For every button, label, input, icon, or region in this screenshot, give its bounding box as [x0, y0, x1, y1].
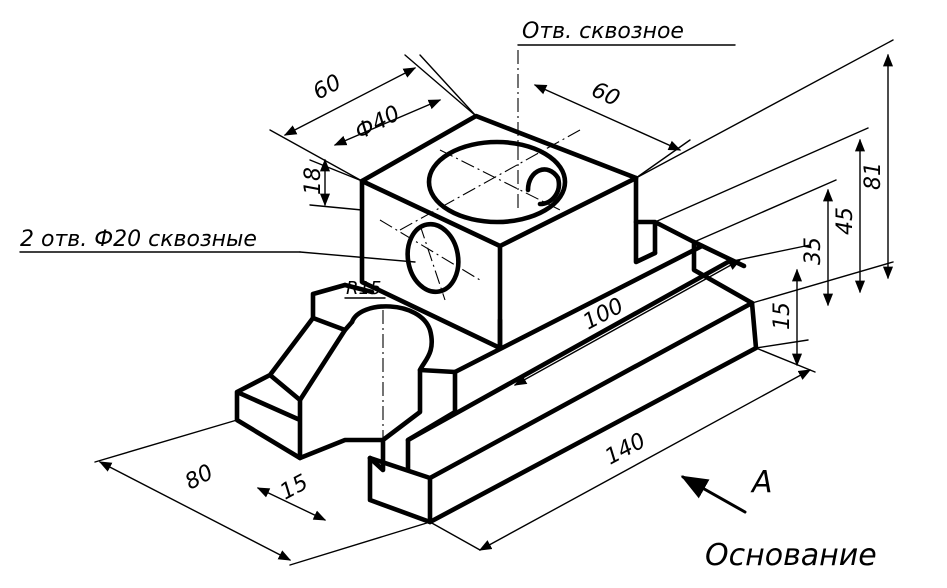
ext-line — [309, 159, 363, 182]
ext-line — [309, 204, 363, 211]
side-hole-axis — [419, 224, 446, 301]
rail-lower — [405, 369, 458, 473]
ext-line — [419, 54, 477, 117]
dim-top-width: 60 — [309, 70, 345, 105]
ext-line — [94, 419, 238, 463]
ext-line — [269, 129, 363, 182]
ext-line — [654, 127, 869, 223]
side-hole — [405, 221, 461, 295]
slot-edge — [349, 304, 434, 473]
leader-two-holes-b — [299, 251, 416, 263]
ext-line — [635, 139, 691, 179]
dim-top-depth: 60 — [588, 78, 624, 112]
dim-line-dia40 — [333, 99, 442, 146]
bore-inner — [525, 167, 562, 207]
ext-line — [727, 244, 811, 263]
left-leg — [234, 282, 348, 461]
dimension-lines — [19, 39, 894, 566]
dim-height-45: 45 — [833, 207, 858, 235]
bore-hole — [426, 139, 568, 225]
dim-height-15: 15 — [770, 302, 795, 330]
side-hole-axis2 — [379, 219, 481, 281]
dim-line-140 — [478, 369, 812, 551]
dim-height-81: 81 — [861, 162, 886, 190]
dim-top-height: 18 — [301, 167, 326, 195]
ext-line — [635, 39, 894, 179]
note-through-hole: Отв. сквозное — [522, 19, 684, 44]
ext-line — [429, 521, 481, 551]
labels: Отв. сквозное 2 отв. Ф20 сквозные Основа… — [20, 19, 886, 573]
ext-line — [289, 521, 431, 566]
boss-top-face — [359, 113, 639, 249]
dim-line-80 — [98, 461, 292, 561]
ext-line — [404, 54, 477, 117]
dim-radius: R15 — [346, 278, 381, 299]
view-arrow — [680, 475, 747, 514]
dim-line-15-slot — [256, 487, 327, 521]
dim-base-width: 80 — [181, 460, 217, 495]
dim-bore-dia: Ф40 — [351, 101, 404, 145]
bore-axis-diag2 — [439, 149, 561, 211]
slot-inner — [417, 367, 458, 375]
ext-line — [755, 347, 816, 373]
rail-mid — [452, 243, 705, 375]
dim-line-100 — [513, 259, 742, 386]
ext-line — [751, 261, 894, 304]
rail-front-top — [367, 455, 433, 481]
dim-height-35: 35 — [801, 237, 826, 265]
note-base: Основание — [705, 538, 877, 573]
boss-front-face — [359, 178, 503, 351]
view-label: А — [750, 465, 773, 500]
rail-front — [367, 455, 433, 525]
dim-line-60-b — [533, 84, 682, 151]
note-two-holes: 2 отв. Ф20 сквозные — [20, 227, 257, 252]
dim-base-length: 140 — [601, 429, 650, 471]
left-leg-side — [297, 315, 386, 461]
ext-line — [693, 179, 837, 243]
ext-line — [755, 339, 809, 349]
